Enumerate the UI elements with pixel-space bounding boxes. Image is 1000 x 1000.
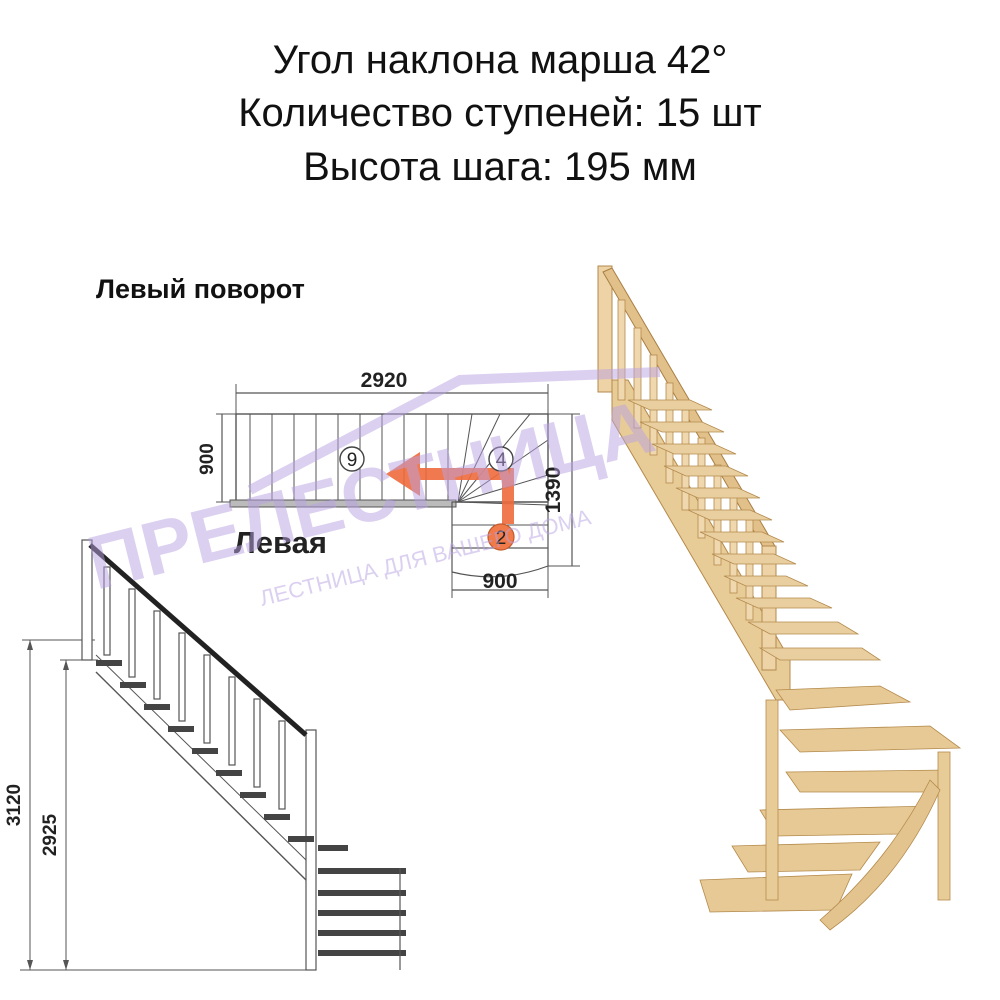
elev-treads	[96, 660, 314, 842]
elev-handrail	[88, 543, 308, 737]
watermark-logo: ПРЕЛЕСТНИЦА ЛЕСТНИЦА ДЛЯ ВАШЕГО ДОМА	[80, 367, 662, 611]
wooden-staircase-render	[597, 265, 962, 931]
elev-top-newel	[81, 539, 93, 661]
plan-start-step	[451, 548, 549, 578]
step-height-heading: Высота шага: 195 мм	[303, 145, 697, 189]
watermark-roof-icon	[247, 367, 661, 495]
elev-balusters	[103, 566, 286, 810]
elev-stringer-top	[95, 654, 307, 861]
plan-handrail	[229, 499, 457, 508]
step-marker-9: 9	[339, 446, 365, 472]
step-marker-9-text: 9	[347, 450, 358, 471]
step-marker-4: 4	[488, 446, 514, 472]
plan-depth-dim-text: 900	[197, 443, 218, 475]
stair-curved-stringer	[819, 779, 941, 931]
direction-arrow	[386, 452, 514, 524]
plan-direction-label: Левая	[234, 525, 327, 560]
elev-stringer-bottom	[95, 671, 307, 881]
angle-heading: Угол наклона марша 42°	[272, 38, 728, 82]
elev-floor-height-text: 2925	[40, 813, 61, 856]
step-marker-4-text: 4	[496, 450, 507, 471]
step-marker-2: 2	[487, 523, 515, 551]
step-marker-2-text: 2	[496, 528, 507, 549]
steps-count-heading: Количество ступеней: 15 шт	[238, 91, 762, 135]
turn-direction-label: Левый поворот	[96, 274, 305, 304]
stair-support-post-right	[937, 751, 951, 901]
plan-bottom-dim-text: 900	[482, 570, 517, 593]
elev-total-height-text: 3120	[4, 784, 25, 826]
plan-view	[216, 384, 580, 598]
stair-support-post-left	[765, 699, 779, 901]
side-elevation	[20, 539, 406, 971]
plan-length-dim-text: 1390	[542, 467, 565, 514]
elev-bottom-newel	[305, 729, 317, 971]
elev-winder-block	[318, 845, 406, 970]
plan-width-dim-text: 2920	[361, 369, 408, 392]
stair-top-newel	[597, 265, 613, 393]
stair-treads-straight	[627, 399, 882, 661]
